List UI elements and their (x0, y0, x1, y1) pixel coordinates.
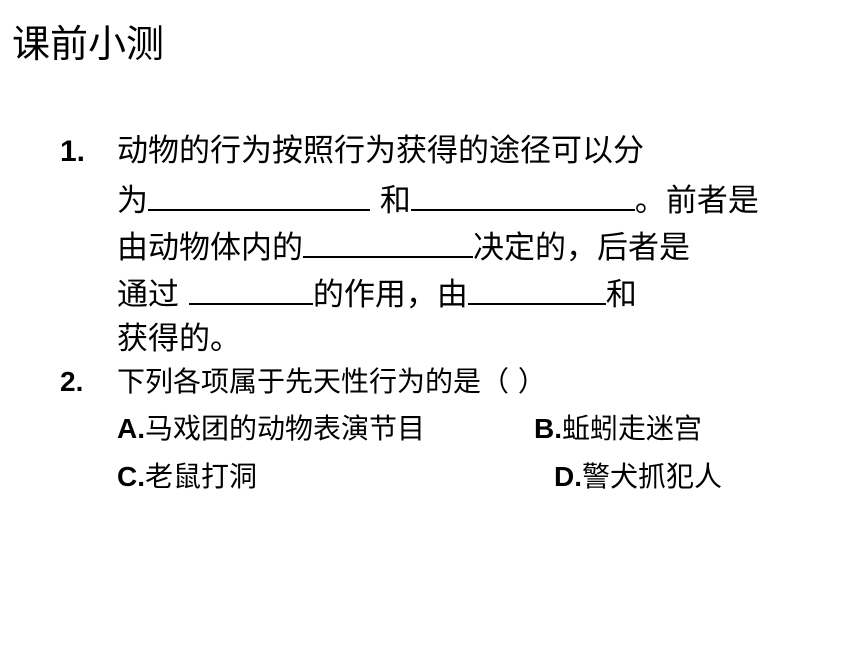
slide-title: 课前小测 (12, 22, 165, 66)
question-1-line-1: 动物的行为按照行为获得的途径可以分 (117, 133, 644, 169)
question-1-line-5: 获得的。 (117, 321, 241, 357)
answer-blank[interactable] (148, 175, 370, 211)
option-a[interactable]: A.马戏团的动物表演节目 (117, 412, 426, 445)
answer-blank[interactable] (188, 269, 313, 305)
option-d[interactable]: D.警犬抓犯人 (554, 460, 723, 493)
question-1-line-4: 通过 的作用，由和 (117, 269, 637, 316)
question-1-line-3: 由动物体内的决定的，后者是 (117, 222, 690, 269)
question-number: 1. (60, 135, 86, 168)
question-1-line-2: 为 和。前者是 (117, 175, 759, 222)
answer-blank[interactable] (467, 269, 606, 305)
option-c[interactable]: C.老鼠打洞 (117, 460, 258, 493)
option-b[interactable]: B.蚯蚓走迷宫 (534, 412, 703, 445)
answer-blank[interactable] (410, 175, 635, 211)
question-2-stem: 下列各项属于先天性行为的是（ ） (117, 365, 546, 398)
answer-blank[interactable] (303, 222, 473, 258)
question-number: 2. (60, 366, 84, 397)
